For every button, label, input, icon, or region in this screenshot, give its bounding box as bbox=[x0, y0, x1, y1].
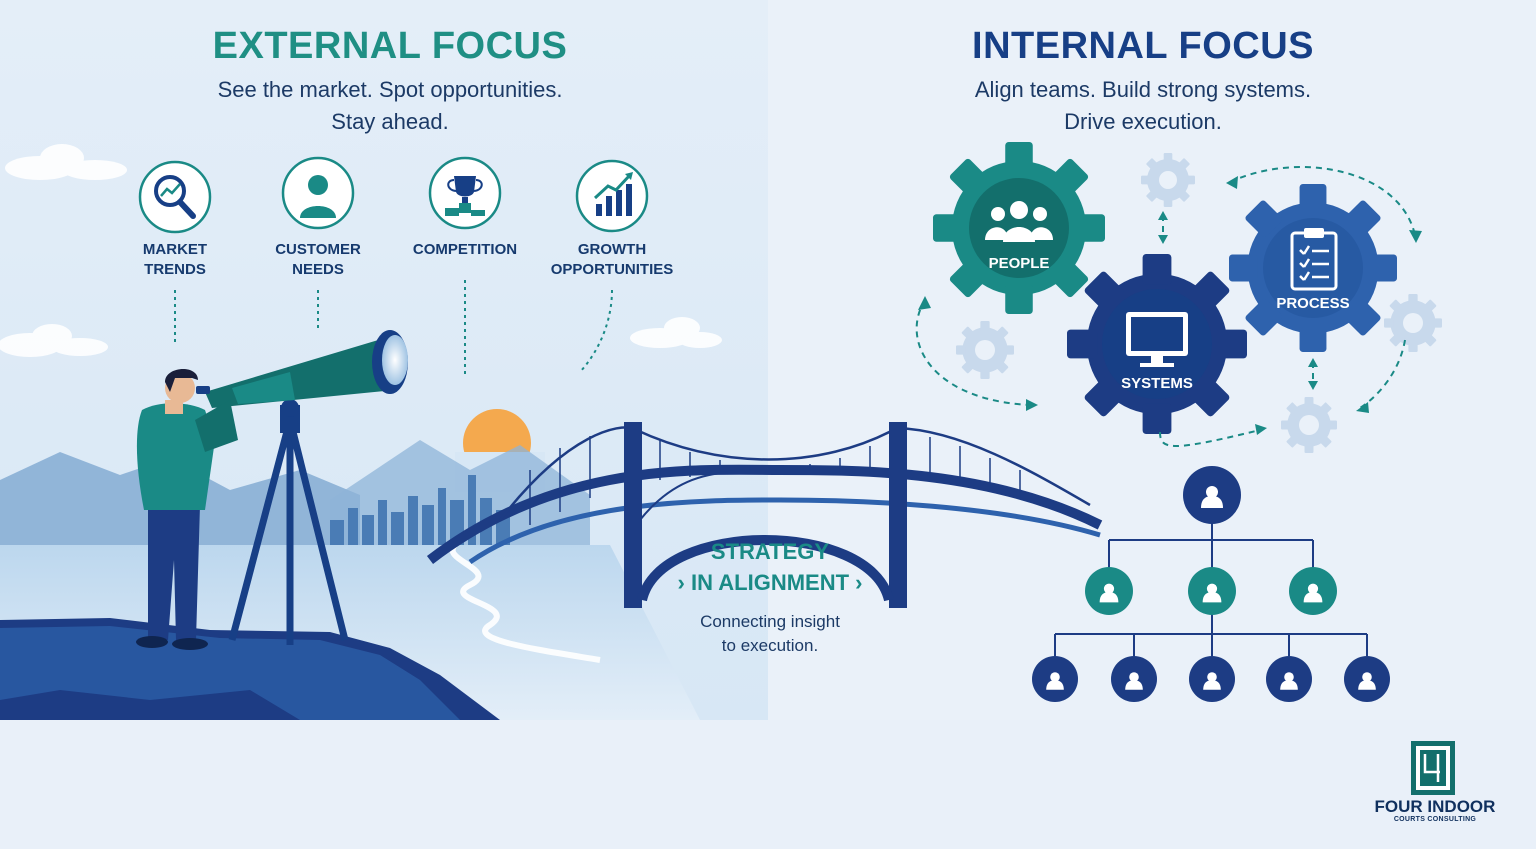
competition-label: COMPETITION bbox=[395, 240, 535, 260]
footer-band bbox=[0, 720, 1536, 849]
telescope bbox=[205, 330, 408, 645]
river bbox=[449, 542, 601, 663]
org-node-top bbox=[1183, 466, 1241, 524]
growth-opportunities-label-line2: OPPORTUNITIES bbox=[550, 261, 674, 278]
org-node-bottom bbox=[1111, 656, 1157, 702]
competition-label-line1: COMPETITION bbox=[412, 241, 518, 258]
strategy-caption: Connecting insight to execution. bbox=[645, 610, 895, 658]
strategy-caption-line1: Connecting insight bbox=[700, 612, 840, 631]
suspension-bridge bbox=[426, 422, 1103, 608]
external-focus-title: EXTERNAL FOCUS bbox=[212, 25, 568, 67]
people-gear-label: PEOPLE bbox=[988, 255, 1050, 272]
strategy-caption-line2: to execution. bbox=[721, 636, 819, 655]
systems-gear bbox=[1067, 254, 1247, 434]
market-trends-badge bbox=[138, 160, 212, 234]
market-trends-label-line1: MARKET bbox=[142, 241, 208, 258]
external-subtitle-line1: See the market. Spot opportunities. bbox=[217, 77, 563, 102]
growth-opportunities-badge bbox=[575, 159, 649, 233]
chevron-right-icon: › bbox=[677, 570, 691, 595]
customer-needs-badge bbox=[281, 156, 355, 230]
cloud bbox=[0, 324, 108, 357]
internal-subtitle-line2: Drive execution. bbox=[1064, 109, 1222, 134]
customer-needs-label: CUSTOMER NEEDS bbox=[248, 240, 388, 280]
market-trends-label-line2: TRENDS bbox=[144, 261, 206, 278]
process-gear bbox=[1229, 184, 1397, 352]
external-focus-subtitle: See the market. Spot opportunities. Stay… bbox=[140, 74, 640, 138]
strategy-title-line1: STRATEGY bbox=[710, 539, 830, 564]
org-node-mid bbox=[1289, 567, 1337, 615]
strategy-title-line2: › IN ALIGNMENT › bbox=[645, 567, 895, 598]
cloud bbox=[5, 144, 127, 180]
org-node-bottom bbox=[1189, 656, 1235, 702]
small-gear bbox=[1281, 397, 1337, 453]
arrow-heads bbox=[918, 176, 1422, 435]
growth-opportunities-label: GROWTH OPPORTUNITIES bbox=[532, 240, 692, 280]
systems-gear-label: SYSTEMS bbox=[1121, 375, 1193, 392]
brand-name: FOUR INDOOR bbox=[1374, 797, 1496, 816]
process-gear-label: PROCESS bbox=[1276, 295, 1350, 312]
external-subtitle-line2: Stay ahead. bbox=[331, 109, 449, 134]
org-chart-lines bbox=[1054, 520, 1368, 656]
internal-subtitle-line1: Align teams. Build strong systems. bbox=[974, 77, 1312, 102]
dotted-connectors bbox=[174, 280, 613, 375]
small-gear bbox=[1141, 153, 1195, 207]
internal-focus-subtitle: Align teams. Build strong systems. Drive… bbox=[893, 74, 1393, 138]
market-trends-label: MARKET TRENDS bbox=[105, 240, 245, 280]
strategy-title-line2-text: IN ALIGNMENT bbox=[690, 570, 850, 595]
chevron-right-icon: › bbox=[849, 570, 863, 595]
customer-needs-label-line2: NEEDS bbox=[292, 261, 344, 278]
competition-badge bbox=[428, 156, 502, 230]
org-node-bottom bbox=[1266, 656, 1312, 702]
strategy-title: STRATEGY › IN ALIGNMENT › bbox=[645, 536, 895, 598]
org-node-mid bbox=[1188, 567, 1236, 615]
customer-needs-label-line1: CUSTOMER bbox=[275, 241, 361, 258]
org-node-bottom bbox=[1344, 656, 1390, 702]
cloud bbox=[630, 317, 722, 348]
growth-opportunities-label-line1: GROWTH bbox=[577, 241, 647, 258]
small-gear bbox=[956, 321, 1014, 379]
internal-focus-title: INTERNAL FOCUS bbox=[972, 25, 1314, 67]
man-with-telescope bbox=[136, 368, 238, 650]
people-gear bbox=[933, 142, 1105, 314]
brand-logo-icon bbox=[1411, 741, 1455, 795]
org-chart-nodes bbox=[1032, 466, 1390, 702]
small-gear bbox=[1384, 294, 1442, 352]
org-node-mid bbox=[1085, 567, 1133, 615]
org-node-bottom bbox=[1032, 656, 1078, 702]
brand-tagline: COURTS CONSULTING bbox=[1393, 816, 1477, 823]
